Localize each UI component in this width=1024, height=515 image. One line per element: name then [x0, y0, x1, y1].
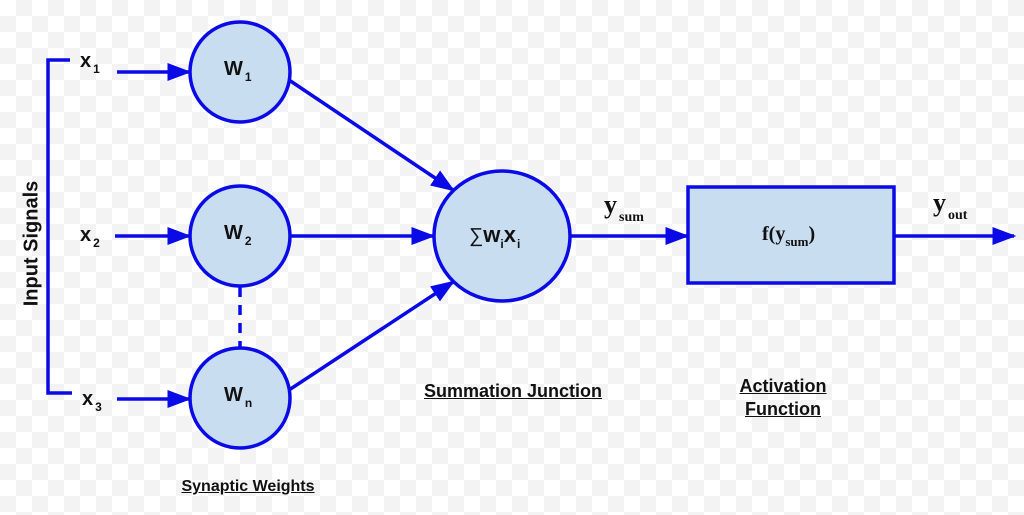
- sum-x: x: [503, 222, 516, 247]
- activation-formula: f(ysum): [762, 223, 816, 249]
- w1-base: W: [224, 58, 243, 80]
- activation-caption-line2: Function: [745, 399, 821, 419]
- arrow-wn-sum: [288, 280, 456, 392]
- y-out-sub: out: [948, 208, 968, 223]
- activation-y-sub: sum: [785, 234, 809, 249]
- sum-w-sub: i: [500, 237, 504, 251]
- y-sum-sub: sum: [619, 210, 644, 225]
- summation-node: [432, 169, 572, 303]
- wn-sub: n: [244, 396, 253, 410]
- summation-formula: ∑wixi: [469, 222, 521, 251]
- x2-base: x: [80, 224, 92, 246]
- y-sum-base: y: [604, 190, 617, 219]
- input-bracket: [46, 58, 72, 395]
- arrow-w1-sum: [288, 78, 455, 192]
- wn-base: W: [224, 384, 243, 406]
- x3-base: x: [82, 388, 94, 410]
- input-signals-label: Input Signals: [20, 180, 43, 307]
- x1-base: x: [80, 50, 92, 72]
- weight-node-n: [188, 346, 292, 450]
- sum-w: w: [483, 222, 501, 247]
- weight-node-1: [188, 20, 292, 124]
- w2-sub: 2: [244, 234, 252, 248]
- summation-junction-caption: Summation Junction: [423, 381, 602, 401]
- activation-f: f(: [762, 223, 776, 245]
- weight-node-2: [188, 184, 292, 288]
- x1-sub: 1: [93, 62, 100, 76]
- sum-x-sub: i: [516, 237, 521, 251]
- x2-sub: 2: [93, 236, 100, 250]
- activation-box: [686, 185, 896, 285]
- activation-close: ): [808, 223, 816, 245]
- w2-base: W: [224, 222, 243, 244]
- x3-sub: 3: [95, 400, 102, 414]
- sigma-symbol: ∑: [469, 225, 484, 247]
- w1-sub: 1: [244, 70, 252, 84]
- synaptic-weights-caption: Synaptic Weights: [181, 478, 315, 495]
- activation-y: y: [775, 223, 786, 245]
- y-out-base: y: [933, 188, 946, 217]
- activation-caption-line1: Activation: [739, 376, 827, 396]
